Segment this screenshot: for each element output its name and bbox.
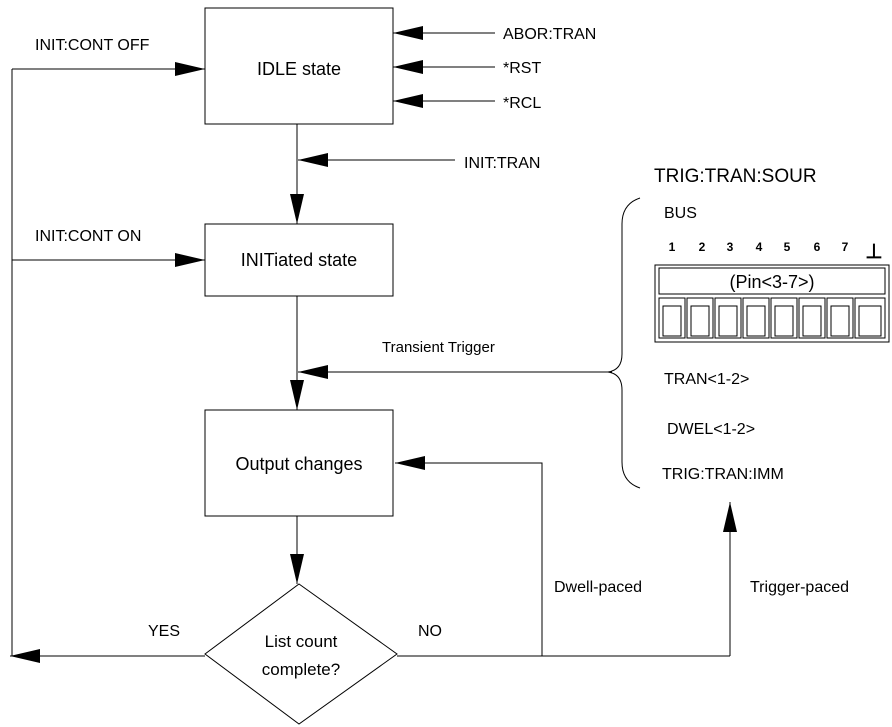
decision-label-line1: List count [265, 632, 338, 651]
connector-pin-inner [802, 305, 822, 337]
connector-label: (Pin<3-7>) [729, 272, 814, 292]
trigger-source-title: TRIG:TRAN:SOUR [654, 166, 817, 187]
dwell-paced-arrow [395, 456, 543, 656]
idle-state-label: IDLE state [257, 59, 341, 79]
initiated-state-label: INITiated state [241, 250, 357, 270]
rst-label: *RST [503, 60, 541, 77]
connector-pin-inner [662, 305, 682, 337]
pin-number-4: 4 [756, 240, 763, 254]
pin-number-1: 1 [669, 240, 676, 254]
pin-number-2: 2 [699, 240, 706, 254]
connector-pin-inner [774, 305, 794, 337]
imm-source-label: TRIG:TRAN:IMM [662, 466, 784, 483]
initiated-state-box [204, 223, 394, 297]
init-cont-off-label: INIT:CONT OFF [35, 37, 150, 54]
abor-tran-label: ABOR:TRAN [503, 26, 596, 43]
pin-number-5: 5 [784, 240, 791, 254]
trigger-source-brace [607, 197, 641, 489]
trigger-paced-label: Trigger-paced [750, 579, 849, 596]
output-changes-label: Output changes [235, 454, 362, 474]
connector-pin-inner [746, 305, 766, 337]
connector-label-box [658, 267, 886, 295]
yes-label: YES [148, 623, 180, 640]
rcl-label: *RCL [503, 95, 541, 112]
idle-state-box [204, 7, 394, 125]
decision-diamond [204, 583, 398, 725]
init-cont-on-label: INIT:CONT ON [35, 228, 141, 245]
init-tran-label: INIT:TRAN [464, 155, 540, 172]
connector-pin-inner [690, 305, 710, 337]
connector-pin-inner [858, 305, 882, 337]
pin-number-7: 7 [842, 240, 849, 254]
pin-number-3: 3 [727, 240, 734, 254]
decision-label-line2: complete? [262, 660, 340, 679]
output-changes-box [204, 409, 394, 517]
connector-pin-inner [718, 305, 738, 337]
connector-pin-row [658, 297, 886, 339]
dwel-source-label: DWEL<1-2> [667, 421, 755, 438]
tran-source-label: TRAN<1-2> [664, 371, 749, 388]
pin-number-6: 6 [814, 240, 821, 254]
no-label: NO [418, 623, 442, 640]
dwell-paced-label: Dwell-paced [554, 579, 642, 596]
bus-label: BUS [664, 205, 697, 222]
transient-trigger-label: Transient Trigger [382, 339, 495, 356]
connector-pin-inner [830, 305, 850, 337]
ground-symbol: ⊥ [865, 241, 882, 263]
